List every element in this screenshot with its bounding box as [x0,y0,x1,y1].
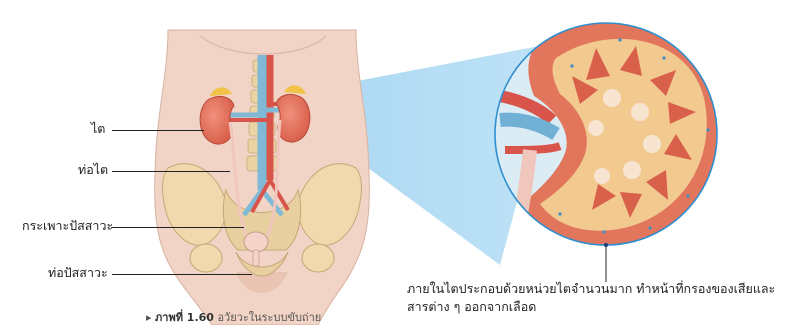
urethra-leader-line [112,274,252,275]
nephron-description-line-1: ภายในไตประกอบด้วยหน่วยไตจำนวนมาก ทำหน้าท… [407,280,797,298]
bladder-label: กระเพาะปัสสาวะ [22,220,113,233]
nephron-description: ภายในไตประกอบด้วยหน่วยไตจำนวนมาก ทำหน้าท… [407,280,797,316]
ureter-leader-line [112,171,230,172]
kidney-leader-line [112,130,204,131]
kidney-right [276,94,310,142]
caption-number: ภาพที่ 1.60 [155,311,214,324]
kidney-label: ไต [91,123,105,136]
kidney-left [200,96,234,144]
urethra-label: ท่อปัสสาวะ [48,267,108,280]
bladder-leader-line [112,227,244,228]
kidney-cross-section [495,16,724,260]
figure-caption: ▸ ภาพที่ 1.60 อวัยวะในระบบขับถ่าย [146,308,321,326]
bladder [244,232,268,252]
urethra [253,250,259,266]
nephron-description-line-2: สารต่าง ๆ ออกจากเลือด [407,298,797,316]
caption-text: อวัยวะในระบบขับถ่าย [217,311,321,324]
ureter-label: ท่อไต [78,164,108,177]
caption-bullet: ▸ [146,311,155,324]
